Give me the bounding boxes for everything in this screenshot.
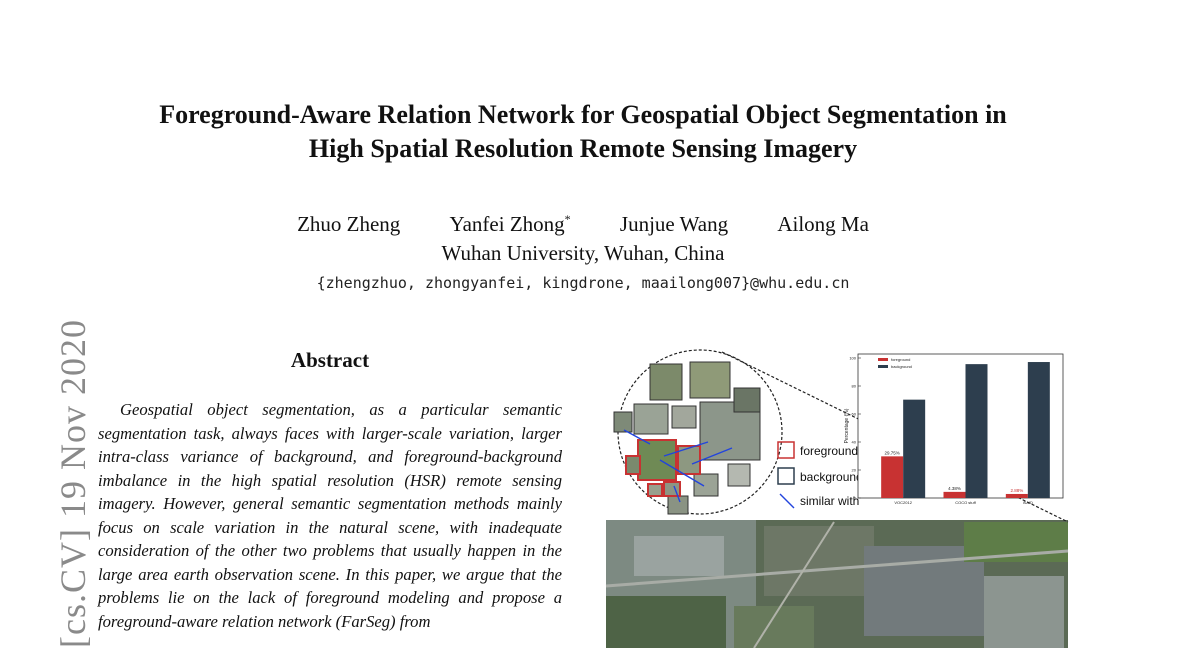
foreground-patches	[625, 439, 701, 497]
corresponding-author-mark: *	[564, 212, 571, 226]
author-list: Zhuo Zheng Yanfei Zhong* Junjue Wang Ail…	[0, 212, 1166, 237]
bar-background	[903, 399, 926, 498]
chart-legend-bg-swatch	[878, 365, 888, 368]
email-line: {zhengzhuo, zhongyanfei, kingdrone, maai…	[316, 274, 850, 292]
y-tick-label: 20	[852, 468, 857, 473]
bar-background	[965, 364, 988, 498]
x-tick-label: COCO stuff	[955, 500, 976, 505]
bar-foreground	[881, 456, 904, 498]
figure-legend: foreground background similar with	[777, 441, 863, 509]
chart-legend-fg-swatch	[878, 358, 888, 361]
author-name: Zhuo Zheng	[297, 212, 401, 236]
author-name: Ailong Ma	[777, 212, 869, 236]
bar-background	[1027, 362, 1050, 498]
title-line-2: High Spatial Resolution Remote Sensing I…	[308, 134, 858, 163]
y-tick-label: 60	[852, 412, 857, 417]
x-tick-label: VOC2012	[894, 500, 912, 505]
similarity-links	[623, 429, 733, 503]
author-name: Junjue Wang	[619, 212, 729, 236]
author: Junjue Wang	[620, 212, 728, 237]
legend-foreground-label: foreground	[800, 444, 858, 458]
chart-y-label: Percentage (%)	[844, 408, 850, 443]
bar-data-label: 2.88%	[1010, 488, 1023, 493]
legend-link-swatch	[779, 493, 795, 509]
arxiv-stamp: [cs.CV] 19 Nov 2020	[53, 319, 93, 648]
abstract-heading: Abstract	[290, 348, 370, 372]
bar-data-label: 29.75%	[885, 450, 900, 455]
legend-foreground-swatch	[777, 441, 795, 459]
chart-legend-bg-label: background	[891, 364, 912, 369]
legend-background-swatch	[777, 467, 795, 485]
author: Yanfei Zhong*	[450, 212, 571, 237]
chart-legend: foreground background	[878, 357, 912, 369]
author: Ailong Ma	[777, 212, 869, 237]
title-line-1: Foreground-Aware Relation Network for Ge…	[159, 100, 1007, 129]
y-tick-label: 0	[854, 496, 857, 501]
imbalance-bar-chart: Percentage (%) foreground background 0 20…	[844, 353, 1064, 505]
y-tick-label: 80	[852, 384, 857, 389]
affiliation: Wuhan University, Wuhan, China	[441, 241, 725, 265]
abstract-text: Geospatial object segmentation, as a par…	[98, 400, 562, 631]
bar-foreground	[943, 491, 966, 498]
author-name: Yanfei Zhong	[449, 212, 565, 236]
legend-background-label: background	[800, 470, 863, 484]
sample-patches	[613, 361, 761, 515]
bar-foreground	[1005, 493, 1028, 498]
author: Zhuo Zheng	[297, 212, 400, 237]
paper-title: Foreground-Aware Relation Network for Ge…	[0, 98, 1166, 166]
y-tick-label: 40	[852, 440, 857, 445]
chart-legend-fg-label: foreground	[891, 357, 910, 362]
teaser-figure-svg: foreground background similar with Perce…	[605, 349, 1069, 648]
y-tick-label: 100	[849, 356, 856, 361]
x-tick-label: iSAID	[1023, 500, 1033, 505]
legend-link-label: similar with	[800, 494, 859, 508]
bar-data-label: 4.38%	[948, 486, 961, 491]
teaser-figure: foreground background similar with Perce…	[604, 346, 1070, 648]
aerial-image	[605, 520, 1069, 648]
